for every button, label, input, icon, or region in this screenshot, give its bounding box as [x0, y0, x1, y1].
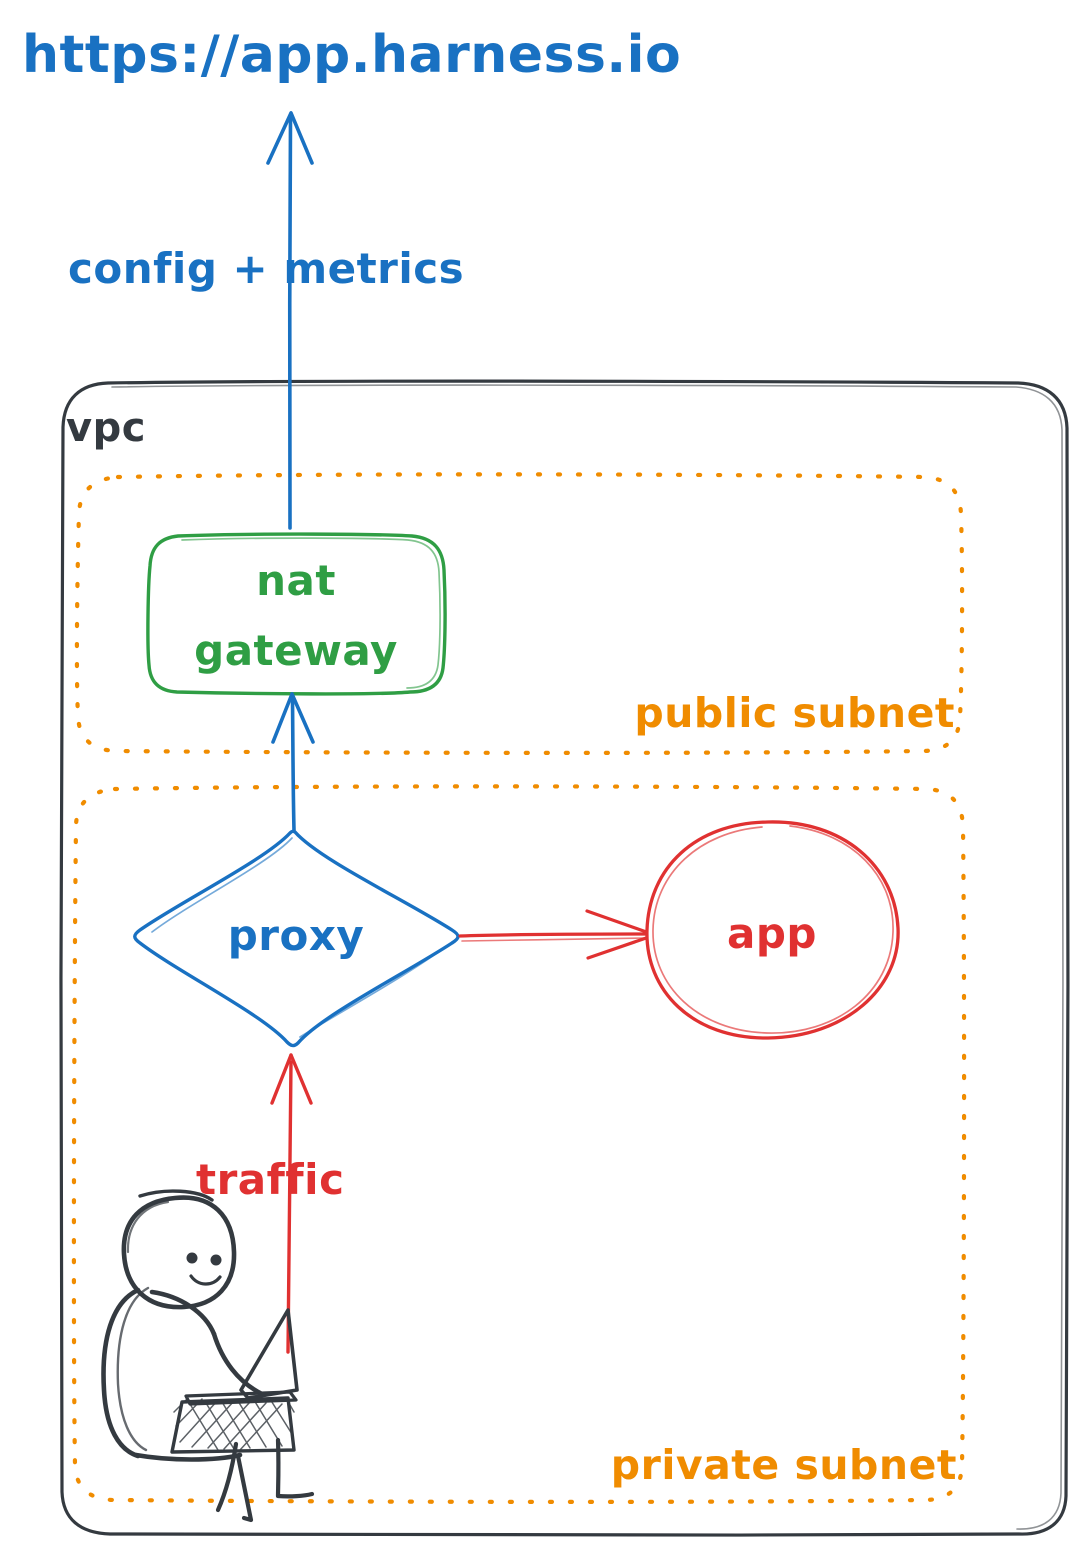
private-subnet-container: private subnet — [71, 784, 967, 1504]
edge-nat-to-internet-line — [287, 116, 293, 530]
person-eye-right — [210, 1254, 222, 1266]
edge-proxy-to-app-line-overlay — [461, 937, 647, 942]
person-head — [121, 1195, 237, 1310]
vpc-border-sketch-overlay — [111, 384, 1064, 1530]
laptop-keyboard-panel — [170, 1396, 296, 1454]
edge-proxy-to-app — [458, 909, 654, 960]
laptop-keyboard-hatching — [173, 1397, 295, 1451]
person-back-sketch-overlay — [116, 1286, 150, 1452]
proxy-shape-sketch-overlay-2 — [299, 944, 449, 1038]
person-smile — [189, 1274, 222, 1286]
person-shoulder — [149, 1289, 217, 1337]
public-subnet-label: public subnet — [634, 689, 955, 737]
edge-nat-to-internet-label: config + metrics — [68, 244, 464, 293]
edge-proxy-to-app-line — [458, 932, 650, 938]
edge-proxy-to-nat-line — [290, 698, 296, 832]
external-endpoint-label: https://app.harness.io — [22, 25, 681, 85]
person-arm — [211, 1331, 265, 1397]
person-leg-front — [235, 1453, 254, 1523]
person-hair — [138, 1189, 214, 1202]
node-user-person-with-laptop[interactable] — [101, 1189, 315, 1523]
edge-user-to-proxy-label: traffic — [196, 1155, 344, 1204]
node-nat-gateway[interactable]: nat gateway — [146, 532, 447, 696]
app-label: app — [727, 909, 817, 958]
nat-gateway-label-line2: gateway — [194, 626, 398, 675]
public-subnet-container: public subnet — [74, 472, 965, 755]
person-leg-back — [275, 1437, 315, 1499]
vpc-border — [59, 379, 1070, 1537]
edge-proxy-to-nat-arrowhead — [271, 692, 315, 744]
proxy-label: proxy — [228, 911, 365, 960]
edge-proxy-to-nat — [271, 692, 315, 832]
private-subnet-label: private subnet — [611, 1441, 957, 1489]
node-proxy[interactable]: proxy — [133, 829, 460, 1048]
edge-user-to-proxy-arrowhead — [270, 1053, 313, 1105]
app-shape[interactable] — [645, 820, 900, 1040]
vpc-container: vpc — [59, 379, 1070, 1537]
proxy-shape[interactable] — [133, 829, 460, 1048]
edge-user-to-proxy: traffic — [196, 1053, 344, 1354]
proxy-shape-sketch-overlay — [151, 837, 293, 933]
nat-gateway-shape[interactable] — [146, 532, 447, 696]
person-back — [101, 1287, 141, 1459]
person-eye-left — [186, 1252, 198, 1264]
person-leg-extra — [215, 1441, 239, 1513]
vpc-label: vpc — [66, 405, 146, 451]
node-app[interactable]: app — [645, 820, 900, 1040]
nat-gateway-label-line1: nat — [256, 556, 336, 605]
edge-nat-to-internet: config + metrics — [68, 111, 464, 530]
edge-proxy-to-app-arrowhead — [585, 909, 654, 960]
private-subnet-border — [71, 784, 967, 1504]
edge-nat-to-internet-arrowhead — [266, 111, 314, 165]
person-lap — [133, 1452, 243, 1462]
person-head-sketch-overlay — [126, 1200, 170, 1254]
app-shape-sketch-overlay — [652, 825, 894, 1034]
nat-gateway-shape-sketch-overlay — [181, 537, 441, 689]
